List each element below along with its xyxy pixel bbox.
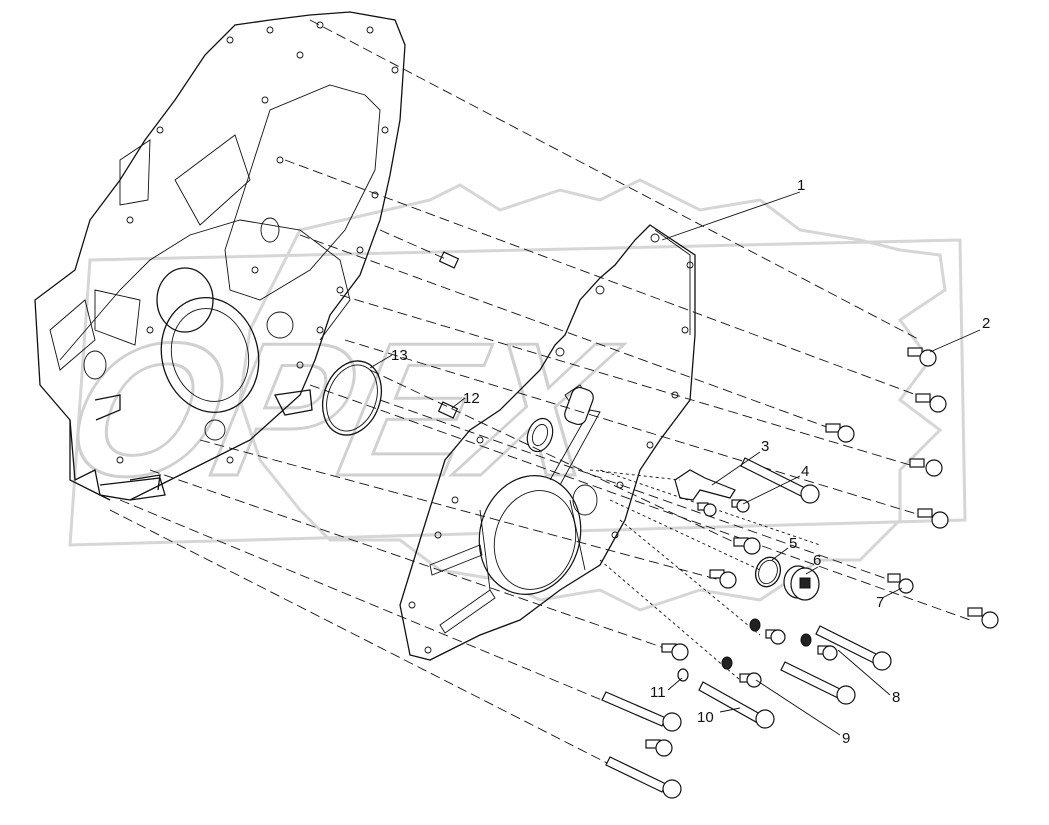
bolt-small-b	[731, 499, 750, 513]
bolt-2e	[917, 508, 949, 529]
bolt-7	[887, 573, 914, 594]
flange-bolts	[645, 347, 999, 757]
callout-2: 2	[982, 315, 990, 332]
o-ring-13	[322, 360, 382, 436]
bolt-short-d	[765, 629, 786, 645]
bolt-short-b	[709, 569, 737, 589]
plug-6	[783, 565, 820, 601]
front-cover-plate	[399, 224, 696, 661]
bolt-2f	[967, 607, 999, 629]
bolt-short-g	[645, 739, 673, 757]
long-bolt-left-a	[601, 691, 682, 732]
watermark-gear-icon	[238, 178, 947, 612]
assembly-lines	[109, 19, 971, 791]
callout-1: 1	[797, 177, 805, 194]
bolt-2b	[915, 393, 947, 413]
callout-6: 6	[813, 552, 821, 569]
engine-block	[34, 11, 406, 501]
long-bolts	[601, 457, 892, 799]
bolt-short-e	[817, 645, 838, 661]
bolt-2a	[907, 347, 937, 367]
callout-9: 9	[842, 730, 850, 747]
callout-12: 12	[463, 390, 480, 407]
callout-4: 4	[801, 463, 809, 480]
cover-bolt-holes	[408, 233, 694, 654]
callout-8: 8	[892, 689, 900, 706]
callout-13: 13	[391, 347, 408, 364]
long-bolt-4	[740, 457, 820, 504]
bolt-2d	[909, 458, 943, 477]
callout-3: 3	[761, 438, 769, 455]
bolt-small-a	[697, 502, 717, 517]
bolt-2c	[825, 423, 855, 443]
block-bolt-holes	[116, 21, 399, 464]
bracket-3	[674, 469, 736, 501]
long-bolt-left-b	[605, 756, 682, 799]
long-bolt-10	[698, 681, 775, 729]
callouts: 1 2 3 4 5 6 7 8 9 10 11 12 13	[391, 177, 990, 747]
bolt-short-c	[661, 643, 689, 661]
bolt-short-f	[739, 672, 762, 688]
callout-5: 5	[789, 535, 797, 552]
dowel-pins	[437, 251, 460, 419]
seal-5	[754, 556, 782, 588]
callout-7: 7	[876, 594, 884, 611]
leader-lines	[369, 191, 981, 736]
bolt-short-a	[733, 537, 761, 555]
long-bolt-8a	[815, 625, 892, 671]
callout-11: 11	[650, 684, 666, 701]
long-bolt-8b	[780, 661, 856, 705]
washers	[677, 618, 812, 682]
callout-10: 10	[697, 709, 714, 726]
